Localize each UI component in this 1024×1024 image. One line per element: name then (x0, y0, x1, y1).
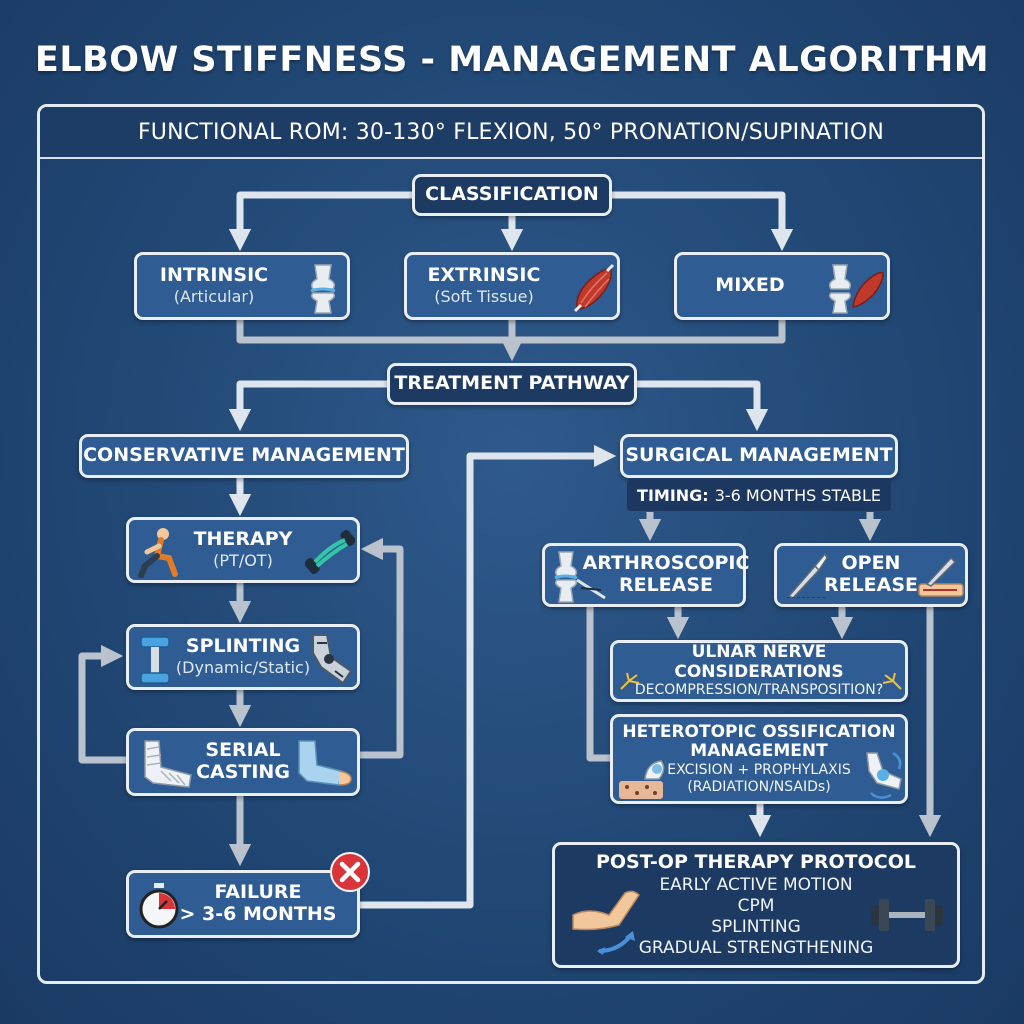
postop-therapy-box: POST-OP THERAPY PROTOCOL EARLY ACTIVE MO… (552, 842, 960, 968)
arrow-to-mixed (612, 191, 794, 252)
resistance-band-icon (305, 529, 355, 575)
page-title: ELBOW STIFFNESS - MANAGEMENT ALGORITHM (34, 40, 990, 80)
arthroscopic-line1: ARTHROSCOPIC (582, 552, 750, 575)
serial-casting-box: SERIAL CASTING (126, 728, 360, 796)
extrinsic-box: EXTRINSIC (Soft Tissue) (404, 252, 620, 320)
serial-casting-line2: CASTING (196, 761, 290, 783)
intrinsic-subtitle: (Articular) (173, 287, 255, 307)
arthroscopic-line2: RELEASE (618, 574, 714, 596)
mixed-box: MIXED (674, 252, 890, 320)
failure-line1: FAILURE (214, 881, 302, 904)
cast-bandage-icon (144, 740, 192, 788)
ho-line3: EXCISION + PROPHYLAXIS (667, 761, 851, 778)
dumbbell-icon (871, 899, 943, 931)
nerve-right-icon (882, 672, 902, 690)
timing-label: TIMING: (637, 485, 709, 505)
open-release-box: OPEN RELEASE (774, 543, 968, 607)
arthroscope-icon (554, 551, 606, 603)
postop-title: POST-OP THERAPY PROTOCOL (595, 850, 916, 873)
classification-box: CLASSIFICATION (412, 174, 612, 216)
conservative-management-box: CONSERVATIVE MANAGEMENT (79, 434, 409, 478)
mixed-title: MIXED (715, 274, 785, 297)
ho-line1: HETEROTOPIC OSSIFICATION (622, 721, 896, 742)
ho-line4: (RADIATION/NSAIDs) (687, 778, 831, 795)
arrow-to-conservative (228, 380, 387, 432)
ho-line2: MANAGEMENT (690, 741, 828, 762)
open-release-line1: OPEN (841, 552, 901, 575)
intrinsic-title: INTRINSIC (159, 264, 269, 287)
line-arthroscopic-to-ho (586, 606, 612, 762)
conservative-management-label: CONSERVATIVE MANAGEMENT (83, 444, 405, 467)
open-release-line2: RELEASE (823, 574, 919, 596)
nerve-left-icon (620, 672, 640, 690)
postop-item: SPLINTING (711, 916, 801, 937)
loop-casting-to-splinting (78, 644, 126, 764)
exercise-person-icon (138, 528, 178, 578)
therapy-title: THERAPY (193, 528, 293, 551)
loop-casting-to-therapy (360, 537, 404, 759)
ulnar-nerve-box: ULNAR NERVE CONSIDERATIONS DECOMPRESSION… (610, 640, 908, 702)
incision-icon (918, 556, 964, 597)
algorithm-frame (37, 104, 985, 984)
stopwatch-icon (139, 883, 179, 929)
ulnar-nerve-title: ULNAR NERVE CONSIDERATIONS (674, 642, 844, 682)
heterotopic-ossification-box: HETEROTOPIC OSSIFICATION MANAGEMENT EXCI… (610, 714, 908, 804)
joint-muscle-icon (828, 264, 884, 314)
failure-box: FAILURE > 3-6 MONTHS (126, 870, 360, 938)
postop-item: CPM (737, 896, 775, 917)
ulnar-nerve-subtitle: DECOMPRESSION/TRANSPOSITION? (634, 682, 884, 699)
splinting-subtitle: (Dynamic/Static) (175, 658, 311, 678)
treatment-pathway-label: TREATMENT PATHWAY (394, 372, 630, 395)
surgical-timing: TIMING: 3-6 MONTHS STABLE (627, 479, 891, 511)
failure-line2: > 3-6 MONTHS (179, 903, 337, 925)
surgical-management-box: SURGICAL MANAGEMENT (620, 434, 898, 478)
extrinsic-subtitle: (Soft Tissue) (434, 287, 534, 307)
splint-icon (312, 634, 353, 685)
ossification-bone-icon (619, 760, 665, 799)
treatment-pathway-box: TREATMENT PATHWAY (387, 363, 637, 405)
elbow-joint-icon (866, 751, 902, 799)
muscle-icon (573, 263, 615, 313)
arrow-failure-to-surgical (360, 444, 617, 909)
joint-icon (310, 264, 336, 314)
brace-icon (140, 636, 170, 684)
therapy-box: THERAPY (PT/OT) (126, 517, 360, 583)
postop-item: GRADUAL STRENGTHENING (638, 937, 874, 958)
postop-item: EARLY ACTIVE MOTION (659, 875, 853, 896)
therapy-subtitle: (PT/OT) (213, 551, 273, 571)
scalpel-icon (787, 552, 828, 598)
splinting-title: SPLINTING (185, 635, 301, 658)
arm-motion-icon (572, 890, 640, 955)
cast-arm-icon (298, 740, 352, 786)
classification-label: CLASSIFICATION (425, 183, 599, 206)
timing-value: 3-6 MONTHS STABLE (714, 485, 881, 505)
failure-x-icon (330, 852, 370, 892)
arthroscopic-release-box: ARTHROSCOPIC RELEASE (542, 543, 749, 607)
surgical-management-label: SURGICAL MANAGEMENT (625, 444, 893, 467)
arrow-to-surgical (637, 380, 769, 432)
serial-casting-line1: SERIAL (205, 739, 281, 762)
functional-rom-banner: FUNCTIONAL ROM: 30-130° FLEXION, 50° PRO… (40, 107, 982, 159)
arrow-to-intrinsic (228, 191, 412, 252)
intrinsic-box: INTRINSIC (Articular) (134, 252, 350, 320)
splinting-box: SPLINTING (Dynamic/Static) (126, 624, 360, 690)
extrinsic-title: EXTRINSIC (427, 264, 541, 287)
